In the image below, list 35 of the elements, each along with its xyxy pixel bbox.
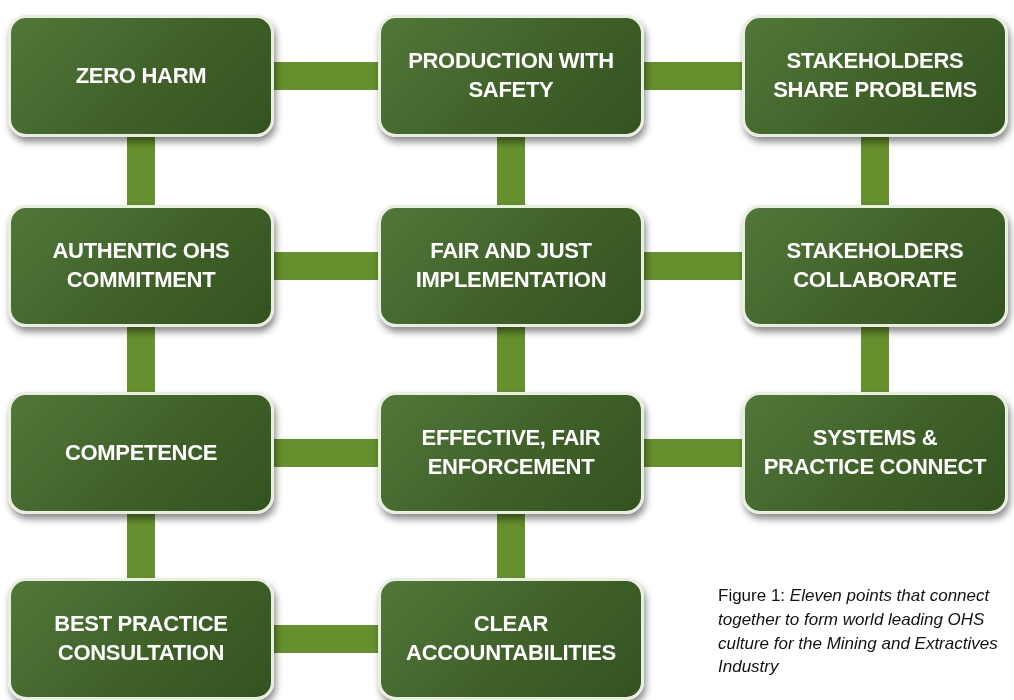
box-label: CLEAR ACCOUNTABILITIES (405, 610, 617, 667)
rounded-box (742, 15, 1008, 137)
rounded-box (8, 205, 274, 327)
rounded-box (8, 578, 274, 700)
connector-bar (127, 327, 155, 392)
connector-bar (274, 62, 378, 90)
connector-bar (127, 514, 155, 578)
box-label: EFFECTIVE, FAIR ENFORCEMENT (420, 424, 602, 481)
box-label: SYSTEMS & PRACTICE CONNECT (762, 424, 988, 481)
box-label: STAKEHOLDERS SHARE PROBLEMS (772, 47, 978, 104)
rounded-box (742, 392, 1008, 514)
box-label: AUTHENTIC OHS COMMITMENT (51, 237, 231, 294)
box-label: STAKEHOLDERS COLLABORATE (785, 237, 965, 294)
connector-bar (861, 137, 889, 205)
rounded-box (742, 205, 1008, 327)
rounded-box (8, 15, 274, 137)
box-label: FAIR AND JUST IMPLEMENTATION (414, 237, 608, 294)
figure-caption: Figure 1: Eleven points that connect together to form world leading OHS culture for the Mining and Extractives Industry (718, 585, 999, 679)
box-label: BEST PRACTICE CONSULTATION (53, 610, 229, 667)
rounded-box (378, 578, 644, 700)
connector-bar (274, 625, 378, 653)
connector-bar (497, 327, 525, 392)
connector-bar (274, 439, 378, 467)
connector-bar (497, 137, 525, 205)
connector-bar (127, 137, 155, 205)
rounded-box (378, 15, 644, 137)
box-label: ZERO HARM (75, 61, 207, 90)
connector-bar (497, 514, 525, 578)
box-label: PRODUCTION WITH SAFETY (407, 47, 615, 104)
connector-bar (861, 327, 889, 392)
rounded-box (378, 392, 644, 514)
connector-bar (274, 252, 378, 280)
rounded-box (378, 205, 644, 327)
rounded-box (8, 392, 274, 514)
box-label: COMPETENCE (64, 438, 218, 467)
